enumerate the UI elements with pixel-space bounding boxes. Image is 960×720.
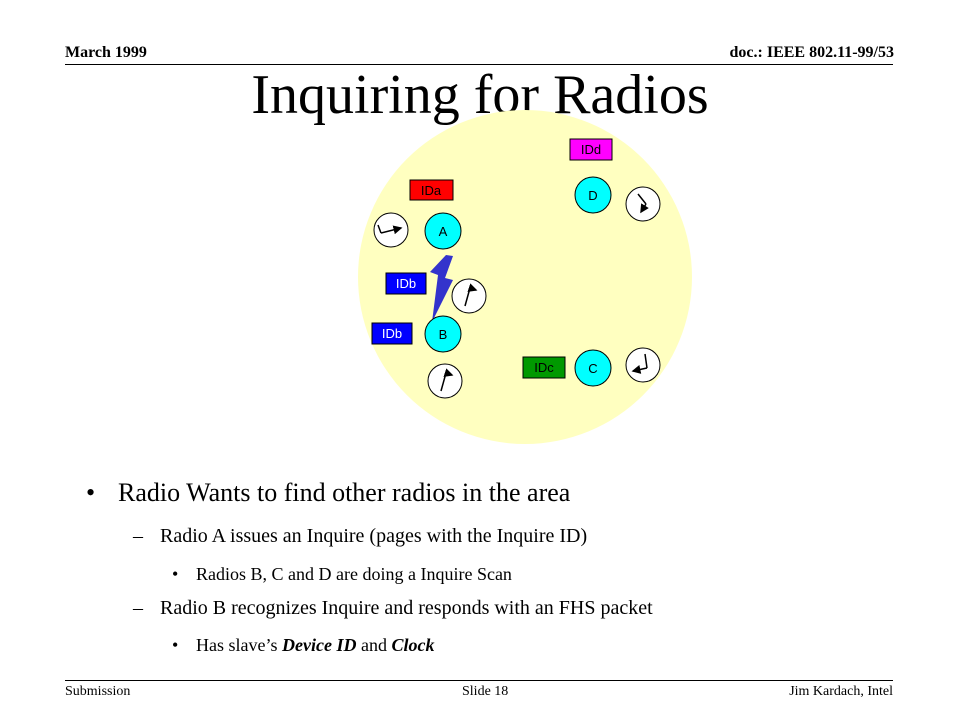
inquire-signal: [430, 255, 453, 322]
svg-text:IDa: IDa: [421, 183, 442, 198]
header-doc-id: doc.: IEEE 802.11-99/53: [729, 44, 894, 61]
radio-b-clock-icon: [427, 363, 463, 399]
radio-b-id-tag: IDb: [371, 322, 413, 345]
bullet-icon: •: [172, 635, 179, 655]
slide-title: Inquiring for Radios: [251, 64, 709, 126]
footer-slide-number: Slide 18: [462, 684, 509, 699]
radio-b: B: [424, 315, 462, 353]
radio-a-label: A: [439, 224, 448, 239]
footer-submission: Submission: [65, 684, 131, 699]
svg-text:IDb: IDb: [396, 276, 416, 291]
emphasis-device-id: Device ID: [281, 635, 357, 655]
radio-a: A: [424, 212, 462, 250]
header-rule: [65, 64, 893, 65]
svg-text:IDc: IDc: [534, 360, 554, 375]
dash-icon: –: [133, 525, 143, 547]
bullet-icon: •: [86, 478, 96, 507]
radio-b-label: B: [439, 327, 448, 342]
svg-text:IDd: IDd: [581, 142, 601, 157]
header-date: March 1999: [65, 44, 147, 61]
radio-d: D: [574, 176, 612, 214]
radio-a-id-tag: IDa: [409, 179, 454, 201]
radio-d-label: D: [588, 188, 597, 203]
inquire-id-tag: IDb: [385, 272, 427, 295]
svg-text:IDb: IDb: [382, 326, 402, 341]
radio-d-clock-icon: [625, 186, 661, 222]
radio-c-clock-icon: [625, 347, 661, 383]
footer-rule: [65, 680, 893, 681]
footer-author: Jim Kardach, Intel: [789, 684, 893, 699]
bullet-icon: •: [172, 564, 179, 584]
dash-icon: –: [133, 597, 143, 619]
radio-b-upper-clock-icon: [451, 278, 487, 314]
radio-d-id-tag: IDd: [569, 138, 613, 161]
radio-c-id-tag: IDc: [522, 356, 566, 379]
emphasis-clock: Clock: [391, 635, 435, 655]
radio-a-clock-icon: [373, 212, 409, 248]
radio-c: C: [574, 349, 612, 387]
radio-c-label: C: [588, 361, 597, 376]
